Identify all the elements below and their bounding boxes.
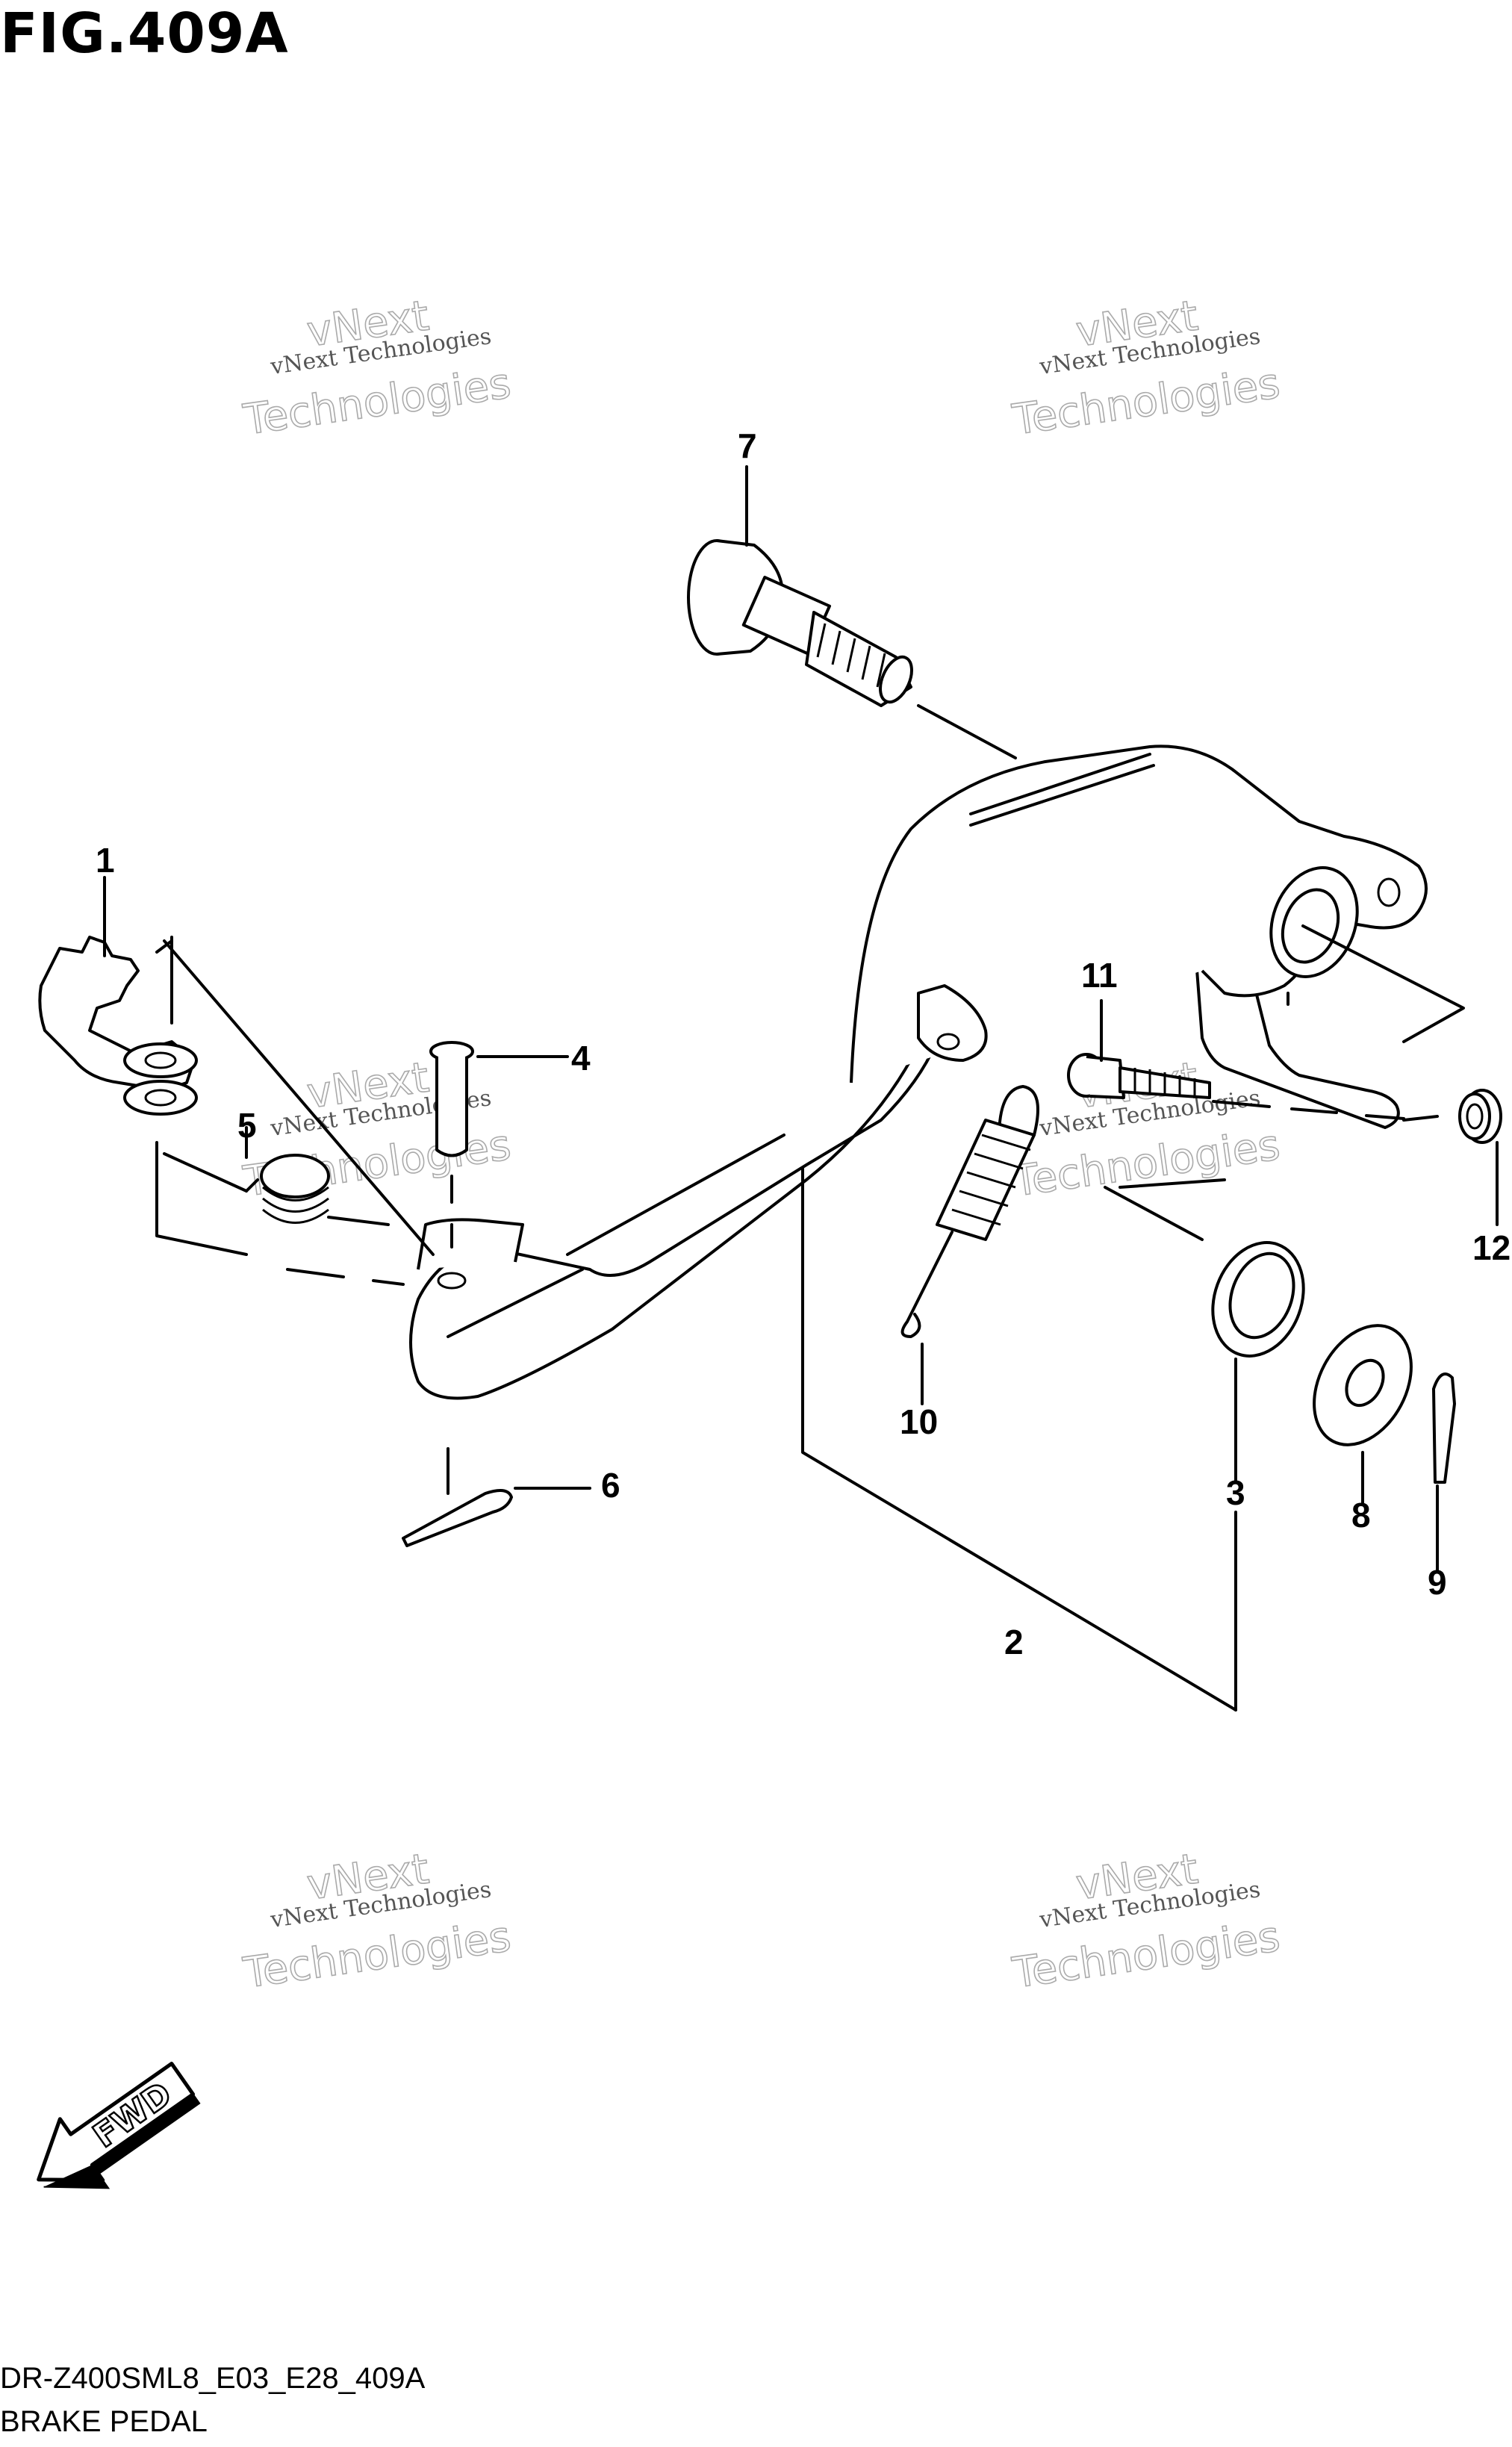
watermark-bottom-left: Technologies vNext Technologies vNext bbox=[240, 1844, 514, 1999]
part-7-pivot-bolt bbox=[687, 539, 913, 707]
watermark-top-left: Technologies vNext Technologies vNext bbox=[240, 291, 514, 446]
callout-labels: 1 2 3 4 5 6 7 8 9 10 11 12 bbox=[96, 426, 1511, 1661]
callout-3: 3 bbox=[1226, 1473, 1245, 1512]
part-2-brake-pedal bbox=[409, 744, 1428, 1400]
figure-title: FIG.409A bbox=[0, 1, 289, 66]
callout-1: 1 bbox=[96, 841, 115, 880]
callout-11: 11 bbox=[1081, 956, 1118, 995]
diagram-code: DR-Z400SML8_E03_E28_409A bbox=[0, 2362, 426, 2395]
callout-7: 7 bbox=[738, 426, 757, 465]
callout-8: 8 bbox=[1351, 1496, 1371, 1535]
part-4-pin bbox=[429, 1041, 474, 1157]
part-9-cotter-pin bbox=[1432, 1372, 1456, 1484]
diagram-name: BRAKE PEDAL bbox=[0, 2405, 208, 2438]
leader-lines bbox=[103, 465, 1499, 1711]
part-11-bolt bbox=[1067, 1053, 1211, 1099]
part-5-torsion-spring bbox=[163, 1152, 390, 1226]
callout-5: 5 bbox=[237, 1106, 257, 1145]
part-10-return-spring bbox=[900, 1085, 1039, 1338]
part-12-bushing bbox=[1458, 1089, 1502, 1144]
callout-12: 12 bbox=[1472, 1228, 1511, 1267]
watermark-bottom-right: Technologies vNext Technologies vNext bbox=[1009, 1844, 1284, 1999]
callout-9: 9 bbox=[1428, 1563, 1447, 1602]
part-8-washer bbox=[1313, 1324, 1413, 1446]
callout-10: 10 bbox=[900, 1402, 938, 1441]
part-1-bracket bbox=[38, 936, 198, 1116]
part-3-seal bbox=[1211, 1241, 1305, 1358]
callout-4: 4 bbox=[571, 1039, 591, 1078]
watermark-top-right: Technologies vNext Technologies vNext bbox=[1009, 291, 1284, 446]
callout-6: 6 bbox=[601, 1466, 620, 1505]
callout-2: 2 bbox=[1004, 1623, 1024, 1661]
fwd-arrow-icon: FWD bbox=[37, 2062, 201, 2189]
part-6-cotter-pin bbox=[402, 1489, 513, 1547]
